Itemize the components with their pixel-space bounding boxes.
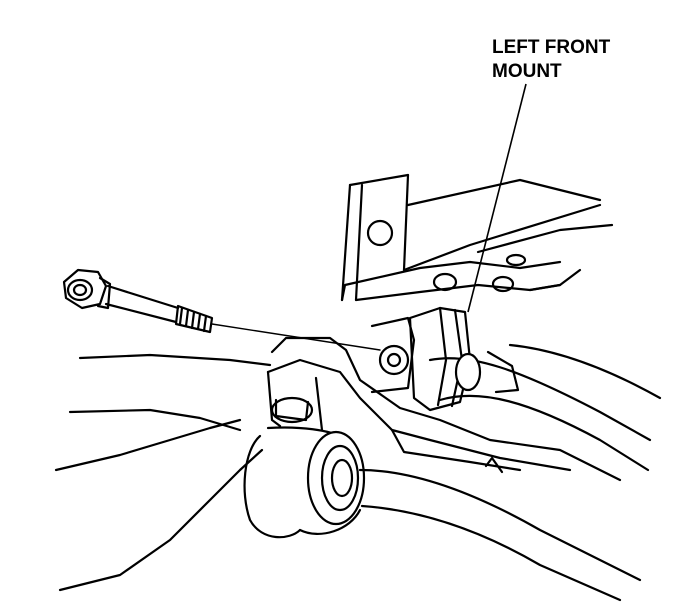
- callout-line-1: LEFT FRONT: [492, 37, 611, 58]
- body-panel-lines: [54, 353, 272, 592]
- lower-control-arm: [243, 336, 642, 602]
- subframe-member: [340, 173, 614, 302]
- left-front-mount: [370, 306, 662, 472]
- callout-line-2: MOUNT: [492, 61, 562, 82]
- callout-label: LEFT FRONT MOUNT: [492, 36, 610, 84]
- mounting-bolt: [62, 268, 381, 351]
